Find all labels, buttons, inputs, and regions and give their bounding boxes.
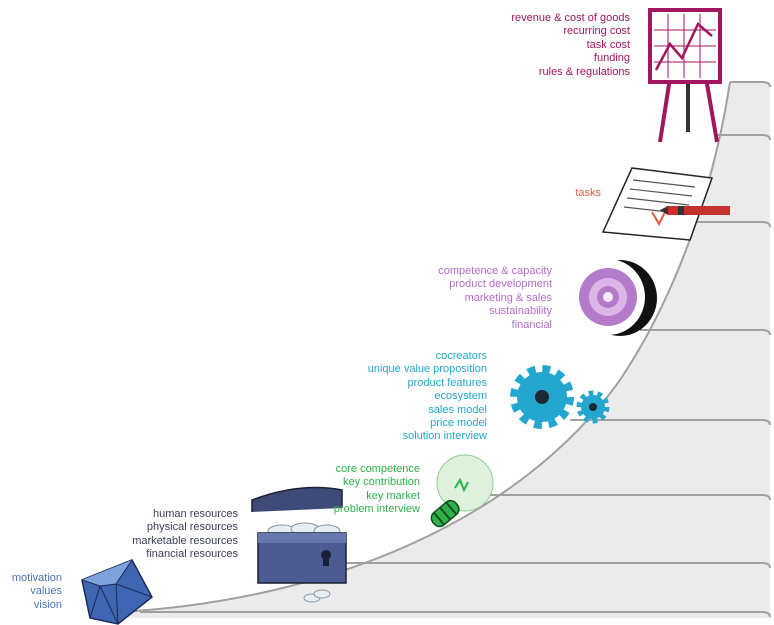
values-label: values <box>30 585 62 598</box>
stair-step-line <box>140 611 771 618</box>
stair-step-line <box>570 419 771 426</box>
product-features-label: product features <box>407 376 488 389</box>
stair-step-line <box>715 134 771 141</box>
rules-regulations-label: rules & regulations <box>538 65 630 78</box>
gears-icon <box>510 365 610 429</box>
price-model-label: price model <box>430 417 487 430</box>
task-cost-label: task cost <box>586 38 630 51</box>
physical-resources-label: physical resources <box>146 521 238 534</box>
target-disc-icon <box>571 259 657 336</box>
key-market-label: key market <box>366 489 420 502</box>
cocreators-label: cocreators <box>435 350 487 362</box>
capacity-labels: competence & capacity product developmen… <box>420 265 552 332</box>
chart-easel-icon <box>648 8 722 143</box>
value-proposition-labels: cocreators unique value proposition prod… <box>350 350 487 444</box>
core-competence-label: core competence <box>335 463 420 475</box>
stair-step-line <box>640 329 771 336</box>
financial-label: financial <box>511 318 552 331</box>
stair-step-line <box>730 81 771 88</box>
unique-value-proposition-label: unique value proposition <box>367 363 487 376</box>
product-development-label: product development <box>449 278 552 291</box>
light-bulb-icon <box>430 454 494 528</box>
solution-interview-label: solution interview <box>402 430 487 443</box>
motivation-label: motivation <box>11 572 62 584</box>
problem-interview-label: problem interview <box>333 503 420 516</box>
resources-labels: human resources physical resources marke… <box>118 508 238 562</box>
motivation-labels: motivation values vision <box>8 572 62 612</box>
tasks-labels: tasks <box>540 187 601 200</box>
sales-model-label: sales model <box>428 403 487 416</box>
financial-resources-label: financial resources <box>146 548 238 561</box>
funding-label: funding <box>593 52 630 65</box>
key-contribution-label: key contribution <box>342 476 420 489</box>
stair-step-line <box>470 494 771 501</box>
task-checklist-icon <box>601 167 730 241</box>
revenue-cost-of-goods-label: revenue & cost of goods <box>511 12 630 24</box>
marketing-sales-label: marketing & sales <box>464 291 552 304</box>
stair-step-line <box>340 562 771 569</box>
stair-step-line <box>695 221 771 228</box>
competence-labels: core competence key contribution key mar… <box>318 463 420 517</box>
competence-capacity-label: competence & capacity <box>438 265 552 277</box>
treasure-chest-icon <box>251 486 347 603</box>
ecosystem-label: ecosystem <box>434 390 487 403</box>
human-resources-label: human resources <box>153 508 238 520</box>
sustainability-label: sustainability <box>489 305 552 318</box>
vision-label: vision <box>33 598 62 611</box>
tasks-label: tasks <box>575 187 601 199</box>
diamond-icon <box>81 559 153 625</box>
marketable-resources-label: marketable resources <box>132 534 238 547</box>
stair-surface <box>110 82 770 618</box>
finance-labels: revenue & cost of goods recurring cost t… <box>490 12 630 79</box>
recurring-cost-label: recurring cost <box>563 25 630 38</box>
